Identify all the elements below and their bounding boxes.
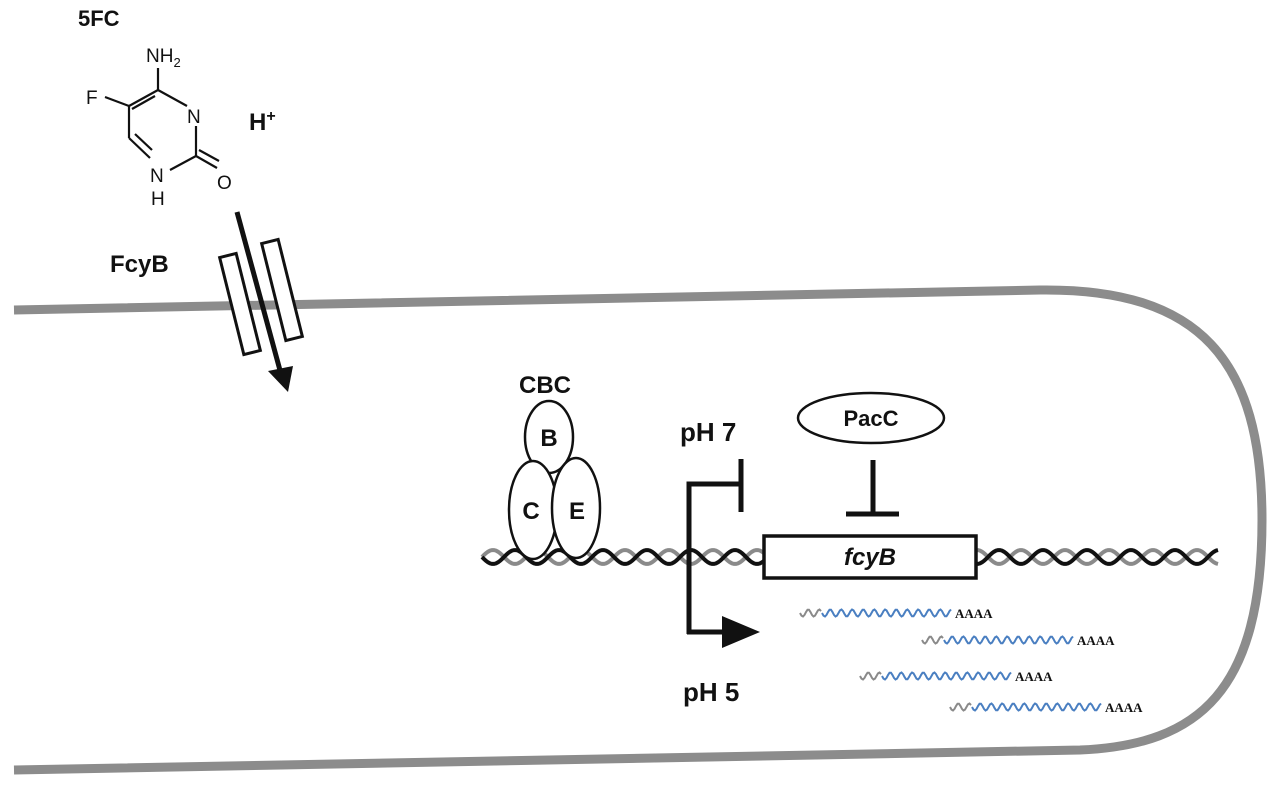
transcript-4-leader bbox=[949, 702, 972, 712]
transcript-2: AAAA bbox=[921, 633, 1115, 648]
transcript-1-polya: AAAA bbox=[955, 606, 993, 621]
transporter-left-segment bbox=[217, 251, 263, 357]
transporter-label: FcyB bbox=[110, 251, 169, 278]
fcyb-gene-box bbox=[762, 534, 978, 580]
cell-membrane bbox=[13, 285, 1267, 775]
cbc-subunit-c-label: C bbox=[522, 498, 539, 525]
transcript-4-polya: AAAA bbox=[1105, 700, 1143, 715]
transcript-1-leader bbox=[799, 608, 822, 618]
oxygen-atom: O bbox=[217, 173, 232, 194]
cbc-subunit-e bbox=[550, 456, 602, 560]
proton-label: H+ bbox=[249, 108, 276, 136]
fcyb-gene-label: fcyB bbox=[844, 544, 896, 571]
amine-atom: NH2 bbox=[146, 46, 181, 70]
transcript-2-polya: AAAA bbox=[1077, 633, 1115, 648]
uptake-arrow-shaft bbox=[234, 211, 284, 375]
pacc-label: PacC bbox=[843, 406, 898, 431]
transcript-2-leader bbox=[921, 635, 944, 645]
transcript-2-body bbox=[943, 635, 1074, 645]
activation-arrow-head bbox=[722, 616, 760, 648]
fluorine-atom: F bbox=[86, 88, 98, 109]
molecule-label: 5FC bbox=[78, 6, 120, 31]
ph5-label: pH 5 bbox=[683, 677, 739, 707]
cbc-subunit-e-label: E bbox=[569, 498, 585, 525]
transcript-3-body bbox=[881, 671, 1012, 681]
cbc-subunit-b-label: B bbox=[540, 425, 557, 452]
ring-nitrogen-3: N bbox=[187, 107, 201, 128]
pacc-repressor bbox=[796, 391, 946, 445]
uptake-arrow-head bbox=[268, 366, 293, 392]
transcript-4-body bbox=[971, 702, 1102, 712]
transcript-1-body bbox=[821, 608, 952, 618]
ring-nitrogen-1: N bbox=[150, 166, 164, 187]
transcript-3-leader bbox=[859, 671, 882, 681]
transcript-3-polya: AAAA bbox=[1015, 669, 1053, 684]
5fc-structure bbox=[104, 68, 220, 171]
promoter-inhibition-line bbox=[686, 481, 741, 634]
transcript-4: AAAA bbox=[949, 700, 1143, 715]
ph7-label: pH 7 bbox=[680, 417, 736, 447]
transcript-3: AAAA bbox=[859, 669, 1053, 684]
transcript-1: AAAA bbox=[799, 606, 993, 621]
transporter-right-segment bbox=[259, 237, 305, 343]
ring-nitrogen-hydrogen: H bbox=[151, 189, 165, 210]
dna-strand-black bbox=[480, 548, 1219, 566]
cbc-label: CBC bbox=[519, 372, 571, 399]
